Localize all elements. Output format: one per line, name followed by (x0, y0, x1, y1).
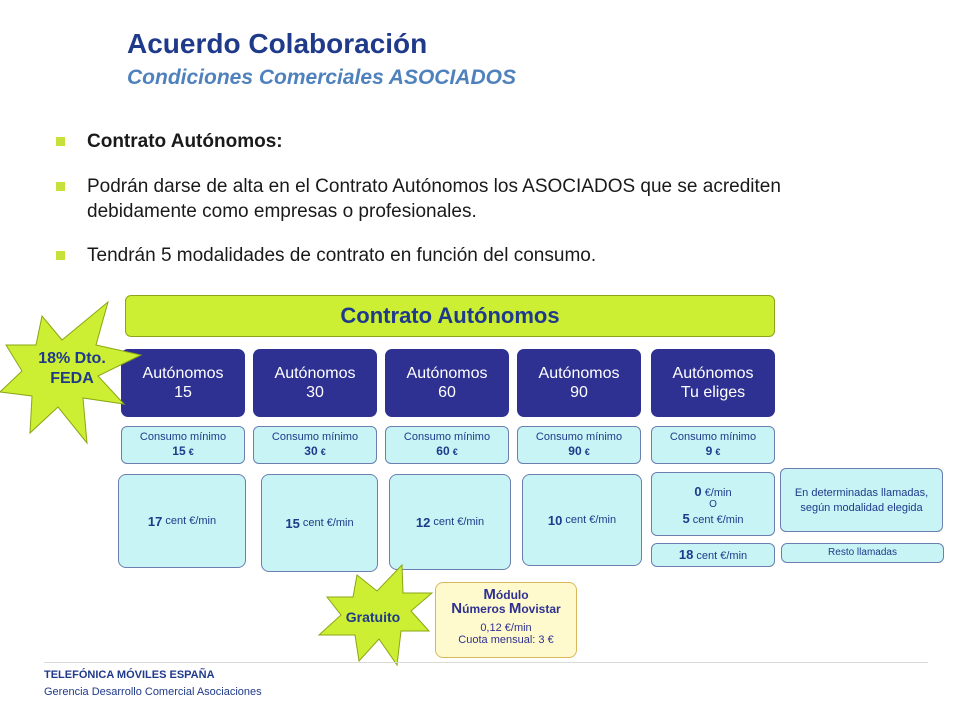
min-consumption-30: Consumo mínimo 30 € (253, 426, 377, 464)
bullet-square-icon (56, 251, 65, 260)
bullet-item: Tendrán 5 modalidades de contrato en fun… (56, 243, 856, 268)
min-consumption-tu-eliges: Consumo mínimo 9 € (651, 426, 775, 464)
min-consumption-15: Consumo mínimo 15 € (121, 426, 245, 464)
special-calls-note: En determinadas llamadas, según modalida… (780, 468, 943, 532)
min-consumption-90: Consumo mínimo 90 € (517, 426, 641, 464)
rest-calls-note: Resto llamadas (781, 543, 944, 563)
footer-department: Gerencia Desarrollo Comercial Asociacion… (44, 686, 262, 698)
special-rate-box: 0 €/min O 5 cent €/min (651, 472, 775, 536)
footer-divider (44, 662, 928, 663)
bullet-item: Contrato Autónomos: (56, 129, 856, 154)
page-title: Acuerdo Colaboración (127, 28, 428, 59)
free-starburst-icon (317, 563, 433, 667)
bullet-square-icon (56, 137, 65, 146)
page-subtitle: Condiciones Comerciales ASOCIADOS (127, 66, 516, 89)
numeros-movistar-module: Módulo Números Movistar 0,12 €/min Cuota… (435, 582, 577, 658)
min-consumption-60: Consumo mínimo 60 € (385, 426, 509, 464)
discount-starburst-icon (0, 300, 142, 445)
contract-banner: Contrato Autónomos (125, 295, 775, 337)
discount-badge-text: 18% Dto. FEDA (38, 350, 106, 387)
footer-company: TELEFÓNICA MÓVILES ESPAÑA (44, 669, 215, 681)
bullet-item: Podrán darse de alta en el Contrato Autó… (56, 174, 856, 224)
rest-rate-box: 18 cent €/min (651, 543, 775, 567)
bullet-square-icon (56, 182, 65, 191)
free-badge-text: Gratuito (345, 609, 401, 625)
